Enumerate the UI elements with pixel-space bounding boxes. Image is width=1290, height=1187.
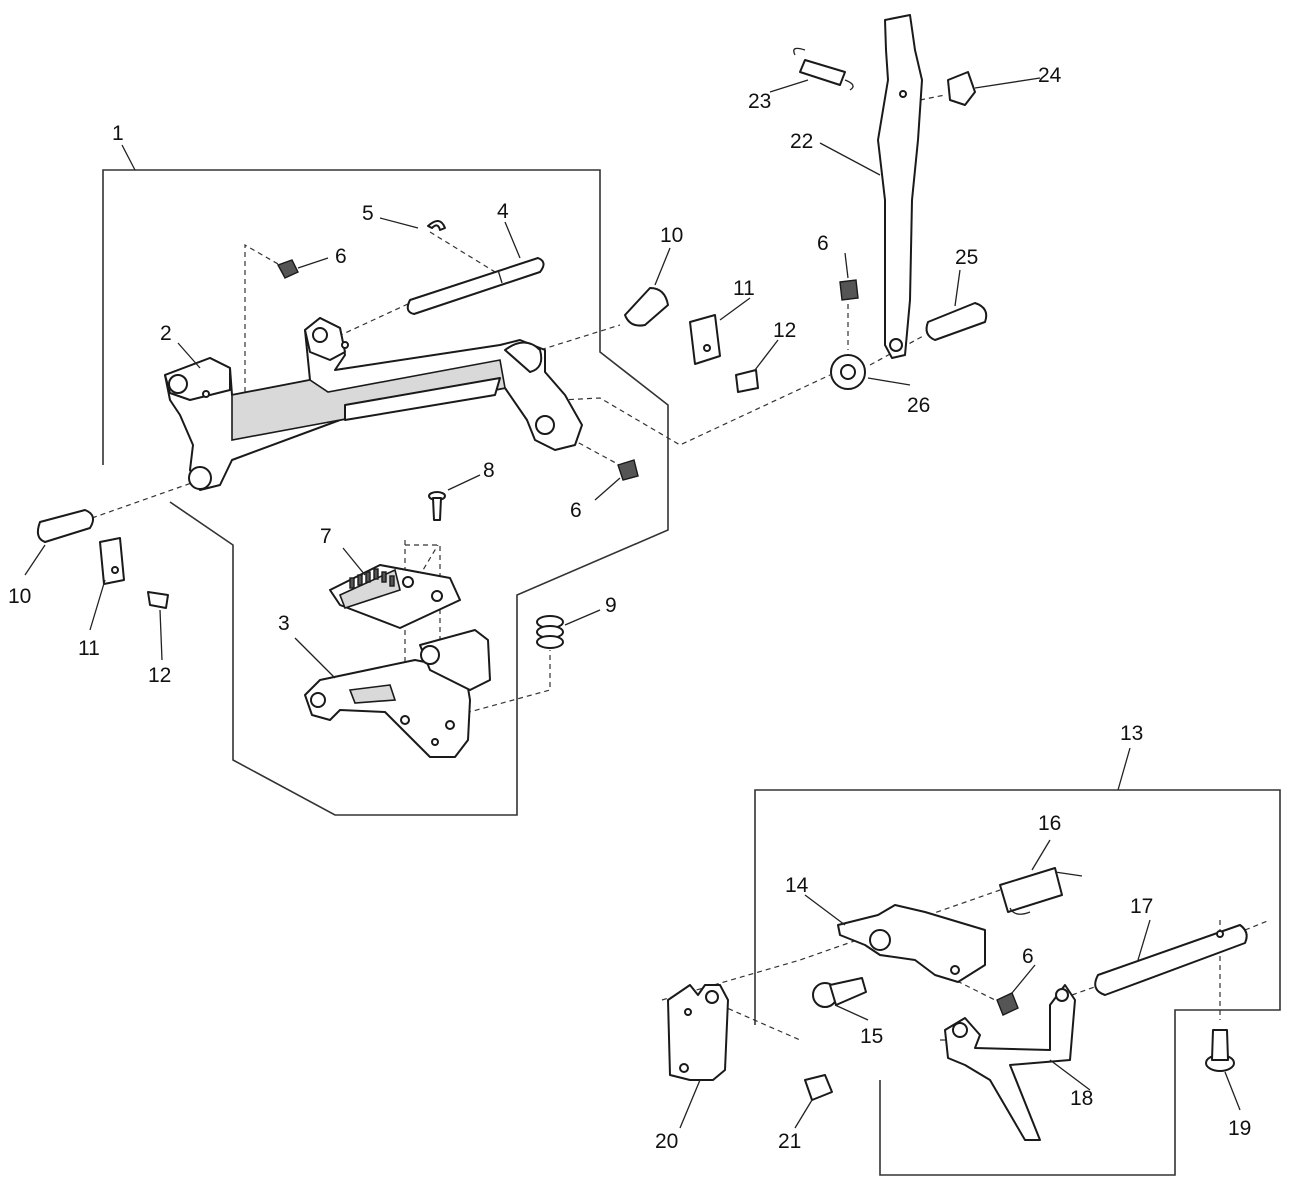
part-20-plate [667,984,729,1081]
part-3-bracket [304,629,491,758]
part-7-feed-dog [329,564,461,629]
part-18-bracket [944,984,1076,1141]
part-8-screw [428,491,446,521]
part-6-set-screw-b [839,279,859,301]
callout-24: 24 [1038,64,1062,87]
callout-21: 21 [778,1130,801,1153]
callout-11-b: 11 [78,637,100,660]
callout-10-b: 10 [8,585,31,608]
part-2-arm [164,317,583,491]
assembly-1-frame [102,169,669,816]
callout-12-a: 12 [773,319,796,342]
part-12-screw-b [147,591,169,609]
callout-16: 16 [1038,812,1061,835]
callout-13: 13 [1120,722,1143,745]
callout-6-b: 6 [817,232,829,255]
part-24-nut [947,71,976,106]
callout-20: 20 [655,1130,678,1153]
callout-14: 14 [785,874,809,897]
assembly-13-frame [754,789,1281,1176]
callout-labels: 1 2 3 4 5 6 6 6 6 7 8 9 10 10 11 11 12 1… [8,64,1251,1153]
callout-7: 7 [320,525,332,548]
callout-25: 25 [955,246,978,269]
callout-6-c: 6 [570,499,582,522]
callout-23: 23 [748,90,771,113]
part-10-plug-a [624,287,669,327]
callout-6-d: 6 [1022,945,1034,968]
callout-26: 26 [907,394,930,417]
part-21-screw [804,1074,833,1101]
callout-9: 9 [605,594,617,617]
part-6-set-screw-c [617,459,639,481]
callout-17: 17 [1130,895,1153,918]
callout-6-a: 6 [335,245,347,268]
part-5-e-ring [427,220,446,231]
callout-19: 19 [1228,1117,1251,1140]
callout-18: 18 [1070,1087,1093,1110]
part-15-pin [812,977,867,1008]
part-23-spring [793,47,854,91]
part-6-set-screw-d [996,992,1019,1016]
part-9-spring [536,615,564,649]
callout-2: 2 [160,322,172,345]
part-4-shaft [406,257,545,315]
part-14-cam [837,904,986,983]
part-26-collar [830,354,866,390]
callout-4: 4 [497,200,509,223]
callout-8: 8 [483,459,495,482]
part-16-spring [999,867,1083,915]
callout-22: 22 [790,130,813,153]
part-19-screw [1205,1029,1235,1072]
leader-lines [24,77,1241,1129]
part-17-shaft [1094,924,1248,996]
part-25-stud [925,302,988,341]
callout-15: 15 [860,1025,883,1048]
callout-5: 5 [362,202,374,225]
callout-10-a: 10 [660,224,683,247]
callout-1: 1 [112,122,124,145]
part-10-plug-b [36,509,95,543]
part-11-plate-a [689,314,721,365]
part-11-plate-b [99,537,125,585]
part-22-lever [877,14,923,359]
part-6-set-screw-a [276,259,299,279]
callout-12-b: 12 [148,664,171,687]
callout-3: 3 [278,612,290,635]
part-12-screw-a [735,369,759,393]
callout-11-a: 11 [733,277,755,300]
